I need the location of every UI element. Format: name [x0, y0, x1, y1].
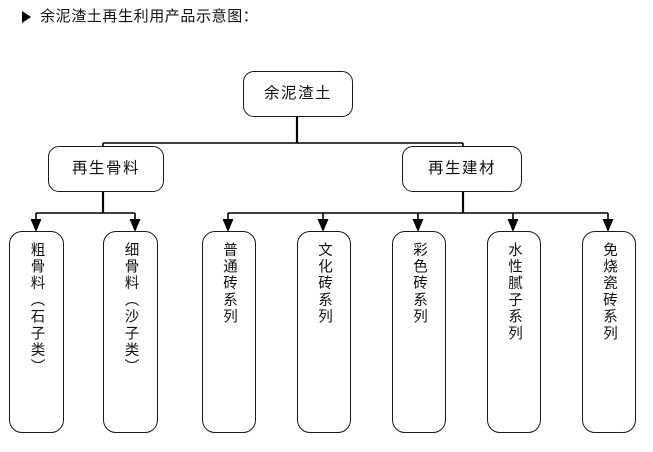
node-color-brick-series[interactable]: 彩色砖系列: [392, 231, 446, 433]
page-title-text: 余泥渣土再生利用产品示意图：: [40, 7, 259, 25]
arrowhead-coarse-aggregate: [30, 219, 42, 232]
arrowhead-unfired-tile: [602, 219, 614, 232]
node-coarse-aggregate[interactable]: 粗骨料（石子类）: [9, 231, 64, 433]
node-recycled-aggregate-label: 再生骨料: [71, 159, 140, 178]
arrowhead-culture-brick: [317, 219, 329, 232]
node-color-brick-series-label: 彩色砖系列: [411, 242, 428, 326]
node-fine-aggregate[interactable]: 细骨料（沙子类）: [103, 231, 158, 433]
node-root-label: 余泥渣土: [263, 84, 332, 103]
node-culture-brick-series[interactable]: 文化砖系列: [297, 231, 351, 433]
node-fine-aggregate-label: 细骨料（沙子类）: [122, 242, 139, 376]
triangle-right-icon: [22, 10, 31, 23]
node-recycled-aggregate[interactable]: 再生骨料: [48, 146, 164, 192]
node-water-based-putty-series[interactable]: 水性腻子系列: [487, 231, 541, 433]
node-culture-brick-series-label: 文化砖系列: [316, 242, 333, 326]
arrowhead-fine-aggregate: [129, 219, 141, 232]
node-coarse-aggregate-label: 粗骨料（石子类）: [28, 242, 45, 376]
node-ordinary-brick-series-label: 普通砖系列: [221, 242, 238, 326]
node-unfired-ceramic-tile-series[interactable]: 免烧瓷砖系列: [582, 231, 636, 433]
page-title: 余泥渣土再生利用产品示意图：: [22, 9, 258, 24]
node-water-based-putty-series-label: 水性腻子系列: [506, 242, 523, 343]
node-ordinary-brick-series[interactable]: 普通砖系列: [202, 231, 256, 433]
arrowhead-water-based-putty: [507, 219, 519, 232]
arrowhead-ordinary-brick: [222, 219, 234, 232]
arrowhead-color-brick: [412, 219, 424, 232]
node-recycled-building-material[interactable]: 再生建材: [402, 146, 522, 192]
node-unfired-ceramic-tile-series-label: 免烧瓷砖系列: [601, 242, 618, 343]
node-recycled-building-material-label: 再生建材: [427, 159, 496, 178]
node-root[interactable]: 余泥渣土: [243, 71, 353, 117]
